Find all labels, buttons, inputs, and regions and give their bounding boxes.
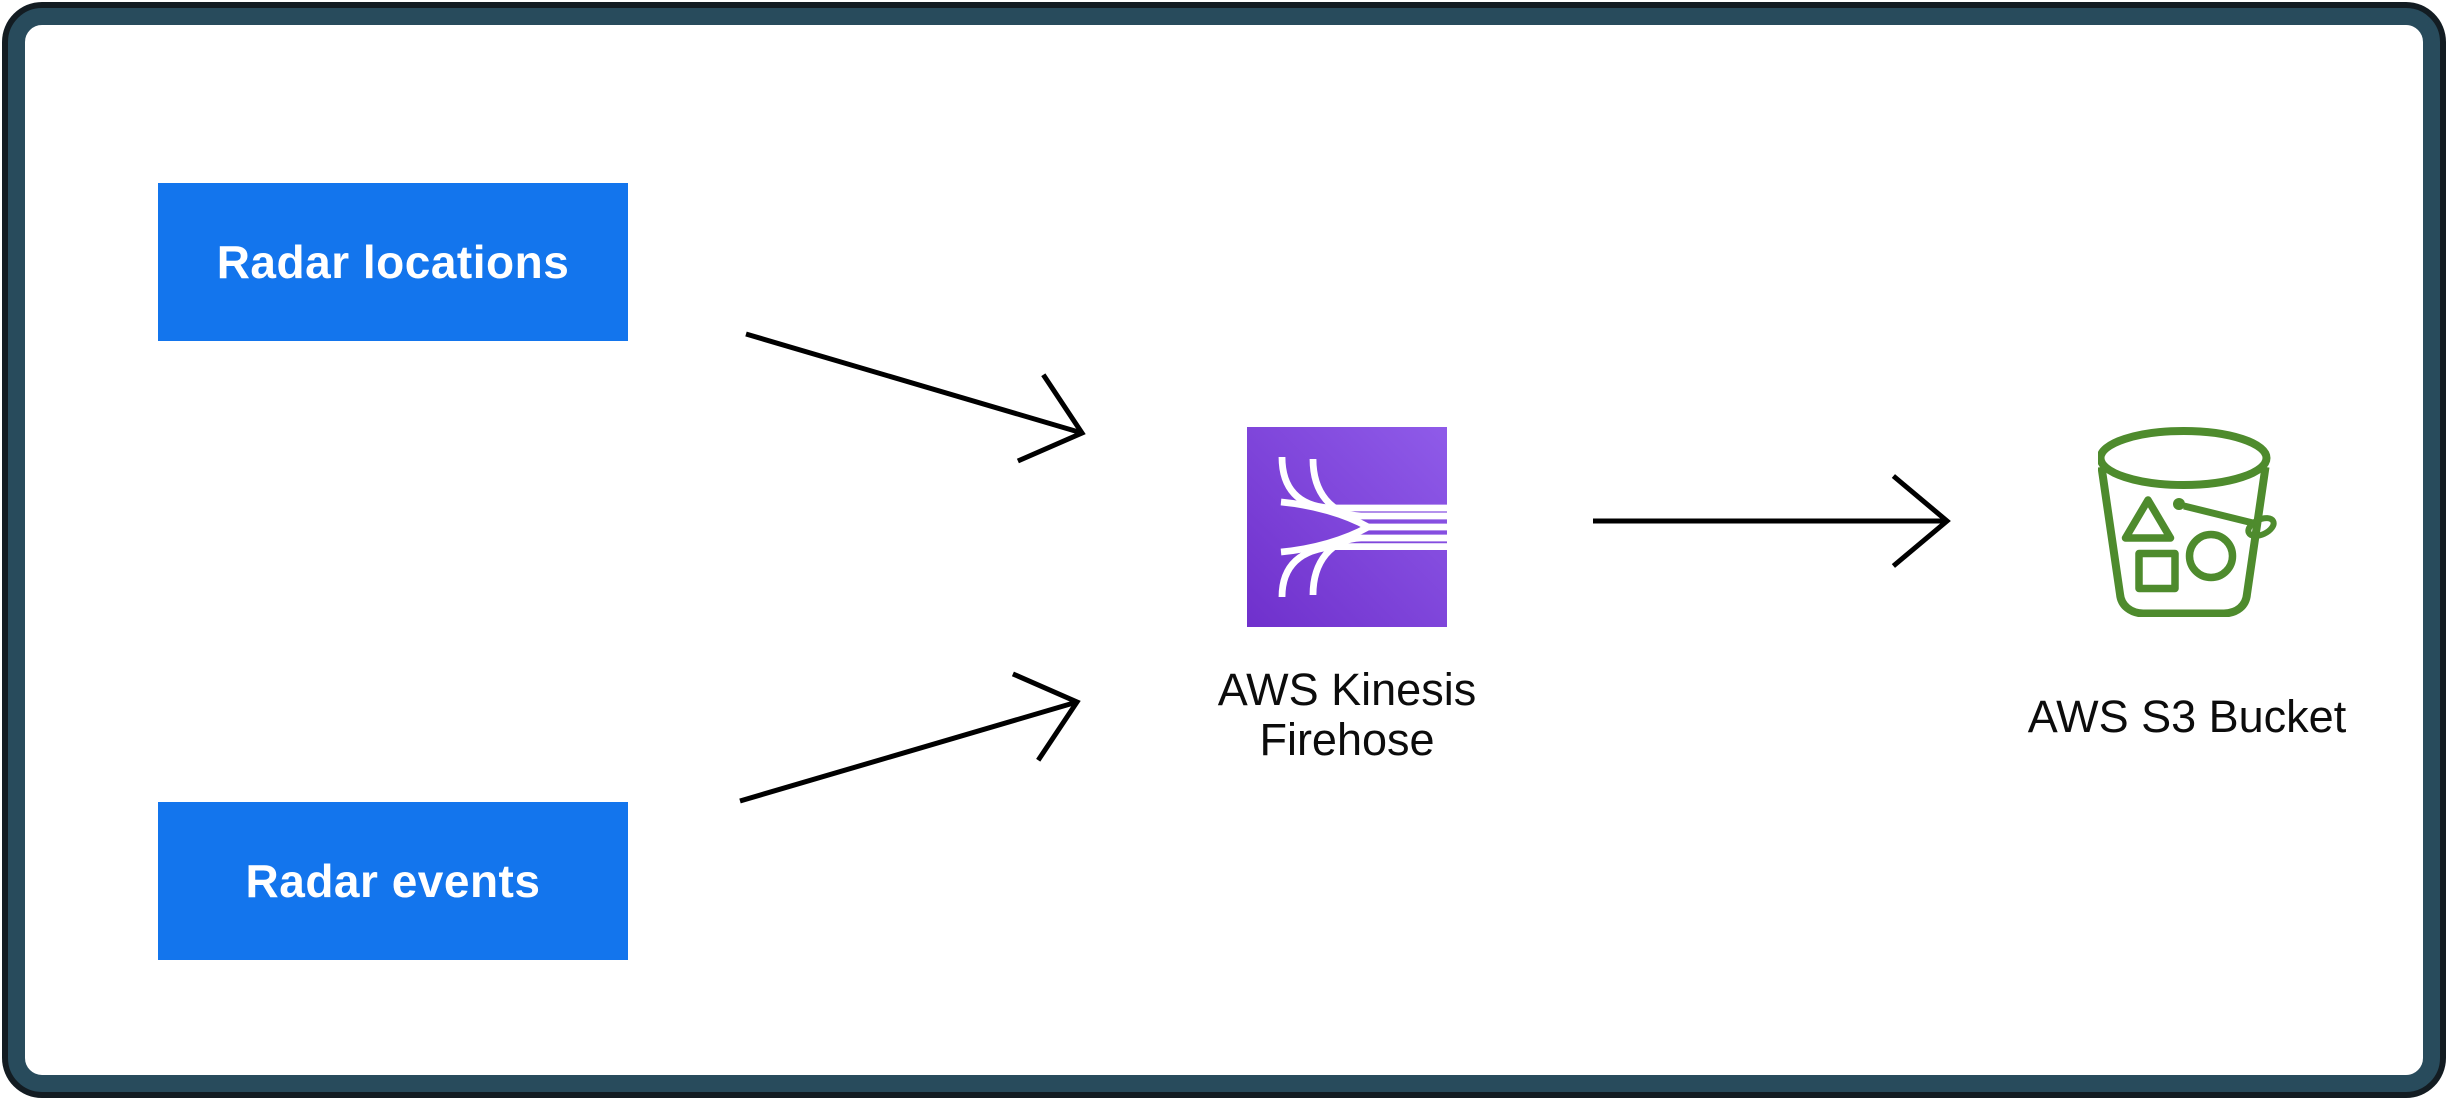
node-radar-locations: Radar locations (158, 183, 628, 341)
kinesis-label-line1: AWS Kinesis (1217, 664, 1477, 715)
node-radar-events: Radar events (158, 802, 628, 960)
s3-label-line: AWS S3 Bucket (2027, 691, 2347, 742)
kinesis-firehose-icon (1247, 427, 1447, 627)
arrow-radar-locations-to-kinesis (745, 331, 1086, 464)
arrow-kinesis-to-s3 (1593, 474, 1951, 568)
kinesis-label: AWS Kinesis Firehose (1147, 665, 1547, 765)
kinesis-label-line2: Firehose (1259, 714, 1435, 765)
arrow-radar-events-to-kinesis (739, 671, 1081, 804)
s3-bucket-icon (2098, 427, 2278, 617)
radar-locations-label: Radar locations (216, 236, 570, 288)
s3-label: AWS S3 Bucket (1987, 692, 2387, 742)
radar-events-label: Radar events (245, 855, 541, 907)
diagram-card: Radar locations Radar events (8, 8, 2440, 1092)
